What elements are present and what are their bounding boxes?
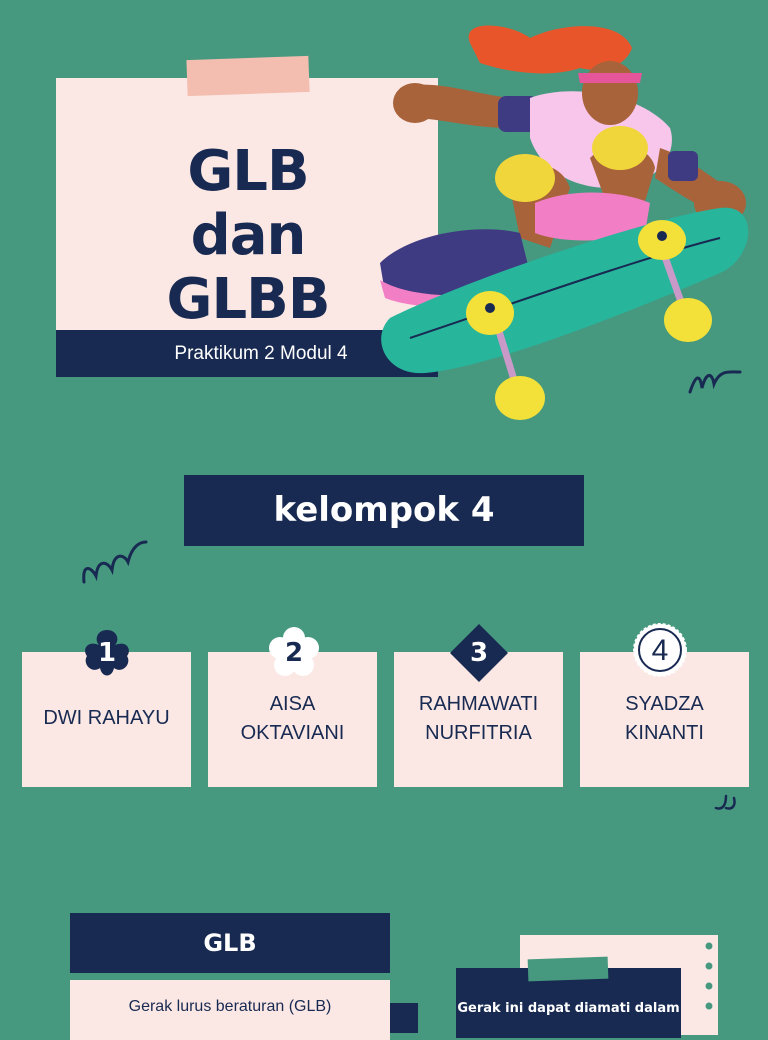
subtitle-band — [56, 330, 438, 377]
squiggle-icon — [714, 794, 736, 810]
tape-decoration — [186, 55, 310, 97]
flower-badge-icon — [85, 630, 129, 676]
flower-badge-icon — [269, 627, 319, 676]
squiggle-icon — [82, 540, 148, 584]
subtitle: Praktikum 2 Modul 4 — [174, 343, 348, 364]
member-name-4: SYADZA KINANTI — [625, 693, 704, 744]
scalloped-badge-icon — [633, 623, 687, 677]
note-text: Gerak ini dapat diamati dalam — [457, 1001, 680, 1016]
page-title: GLB dan GLBB — [108, 140, 388, 332]
glb-heading-box — [70, 913, 390, 973]
member-card-2 — [208, 652, 377, 787]
member-number-4: 4 — [651, 634, 669, 667]
group-banner — [184, 475, 584, 546]
glb-body-text: Gerak lurus beraturan (GLB) — [128, 998, 332, 1015]
group-label: kelompok 4 — [273, 490, 495, 530]
title-line-2: dan GLBB — [166, 203, 330, 332]
member-name-1: DWI RAHAYU — [43, 707, 170, 729]
title-card — [56, 78, 438, 330]
member-name-3: RAHMAWATI NURFITRIA — [418, 693, 539, 744]
member-number-1: 1 — [97, 638, 117, 668]
squiggle-icon — [688, 370, 742, 394]
glb-heading: GLB — [203, 929, 257, 957]
decorative-block — [390, 1003, 418, 1033]
member-name-2: AISA OKTAVIANI — [240, 693, 345, 744]
dots-decoration-icon — [705, 942, 713, 1010]
member-number-2: 2 — [284, 638, 304, 668]
tape-decoration — [527, 956, 609, 982]
skateboarder-illustration — [380, 25, 749, 420]
title-line-1: GLB — [187, 139, 309, 204]
member-number-3: 3 — [469, 638, 489, 668]
diamond-badge-icon — [450, 624, 508, 682]
